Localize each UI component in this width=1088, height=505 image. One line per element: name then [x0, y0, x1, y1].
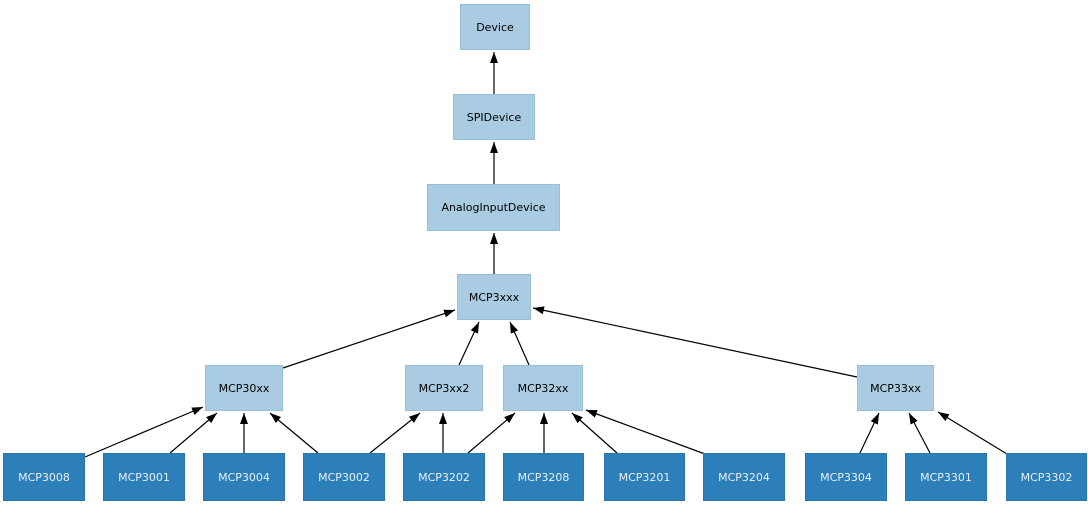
class-node-mcp30xx[interactable]: MCP30xx [205, 365, 283, 411]
class-node-label: MCP3001 [118, 470, 170, 484]
class-node-mcp3202[interactable]: MCP3202 [403, 453, 485, 501]
class-node-mcp3xxx[interactable]: MCP3xxx [457, 274, 531, 320]
inheritance-edge-mcp32xx-to-mcp3xxx [509, 321, 530, 366]
class-node-label: AnalogInputDevice [441, 201, 546, 214]
class-node-mcp3304[interactable]: MCP3304 [805, 453, 887, 501]
inheritance-edge-mcp3002-to-mcp3xx2 [369, 412, 421, 454]
class-node-label: MCP30xx [218, 381, 270, 395]
class-node-label: MCP3008 [18, 470, 70, 484]
inheritance-edge-mcp3xx2-to-mcp3xxx [458, 321, 480, 366]
class-node-mcp3002[interactable]: MCP3002 [303, 453, 385, 501]
class-node-mcp3008[interactable]: MCP3008 [3, 453, 85, 501]
class-node-mcp32xx[interactable]: MCP32xx [503, 365, 583, 411]
class-node-mcp33xx[interactable]: MCP33xx [857, 365, 934, 411]
class-node-mcp3302[interactable]: MCP3302 [1006, 453, 1087, 501]
class-node-label: SPIDevice [466, 110, 522, 124]
class-node-label: MCP3301 [920, 470, 972, 484]
inheritance-edge-mcp3001-to-mcp30xx [169, 412, 218, 454]
class-node-mcp3301[interactable]: MCP3301 [905, 453, 987, 501]
class-node-label: MCP3208 [517, 470, 570, 484]
class-node-label: MCP3204 [718, 470, 770, 484]
class-node-label: MCP3302 [1020, 470, 1073, 484]
class-node-label: MCP3201 [618, 470, 671, 484]
inheritance-edge-mcp3301-to-mcp33xx [908, 412, 931, 454]
class-node-label: MCP3004 [218, 470, 270, 484]
class-node-mcp3004[interactable]: MCP3004 [203, 453, 285, 501]
class-node-label: MCP3202 [418, 470, 470, 484]
class-node-analoginputdevice[interactable]: AnalogInputDevice [427, 184, 560, 231]
class-node-label: MCP3304 [820, 470, 872, 484]
class-node-label: MCP32xx [517, 381, 569, 395]
class-node-spidevice[interactable]: SPIDevice [453, 94, 535, 140]
class-node-label: MCP3002 [318, 470, 370, 484]
class-node-label: MCP3xx2 [418, 381, 470, 395]
inheritance-edge-mcp3201-to-mcp32xx [571, 412, 618, 454]
inheritance-edge-mcp3202-to-mcp32xx [467, 412, 516, 454]
class-node-label: MCP3xxx [468, 290, 520, 304]
inheritance-edge-mcp3304-to-mcp33xx [858, 412, 880, 456]
class-node-mcp3201[interactable]: MCP3201 [604, 453, 685, 501]
inheritance-edge-mcp33xx-to-mcp3xxx [532, 306, 858, 378]
class-node-device[interactable]: Device [460, 4, 530, 50]
inheritance-edge-mcp3002-to-mcp30xx [269, 412, 319, 454]
class-node-mcp3204[interactable]: MCP3204 [703, 453, 785, 501]
class-node-mcp3xx2[interactable]: MCP3xx2 [405, 365, 483, 411]
class-node-label: MCP33xx [870, 381, 921, 395]
class-node-label: Device [476, 20, 514, 34]
inheritance-edge-mcp3204-to-mcp32xx [585, 409, 706, 455]
class-node-mcp3208[interactable]: MCP3208 [503, 453, 584, 501]
inheritance-edge-mcp30xx-to-mcp3xxx [282, 309, 456, 369]
inheritance-edge-mcp3302-to-mcp33xx [937, 411, 1008, 455]
class-node-mcp3001[interactable]: MCP3001 [103, 453, 185, 501]
inheritance-edge-mcp3008-to-mcp30xx [84, 406, 204, 458]
